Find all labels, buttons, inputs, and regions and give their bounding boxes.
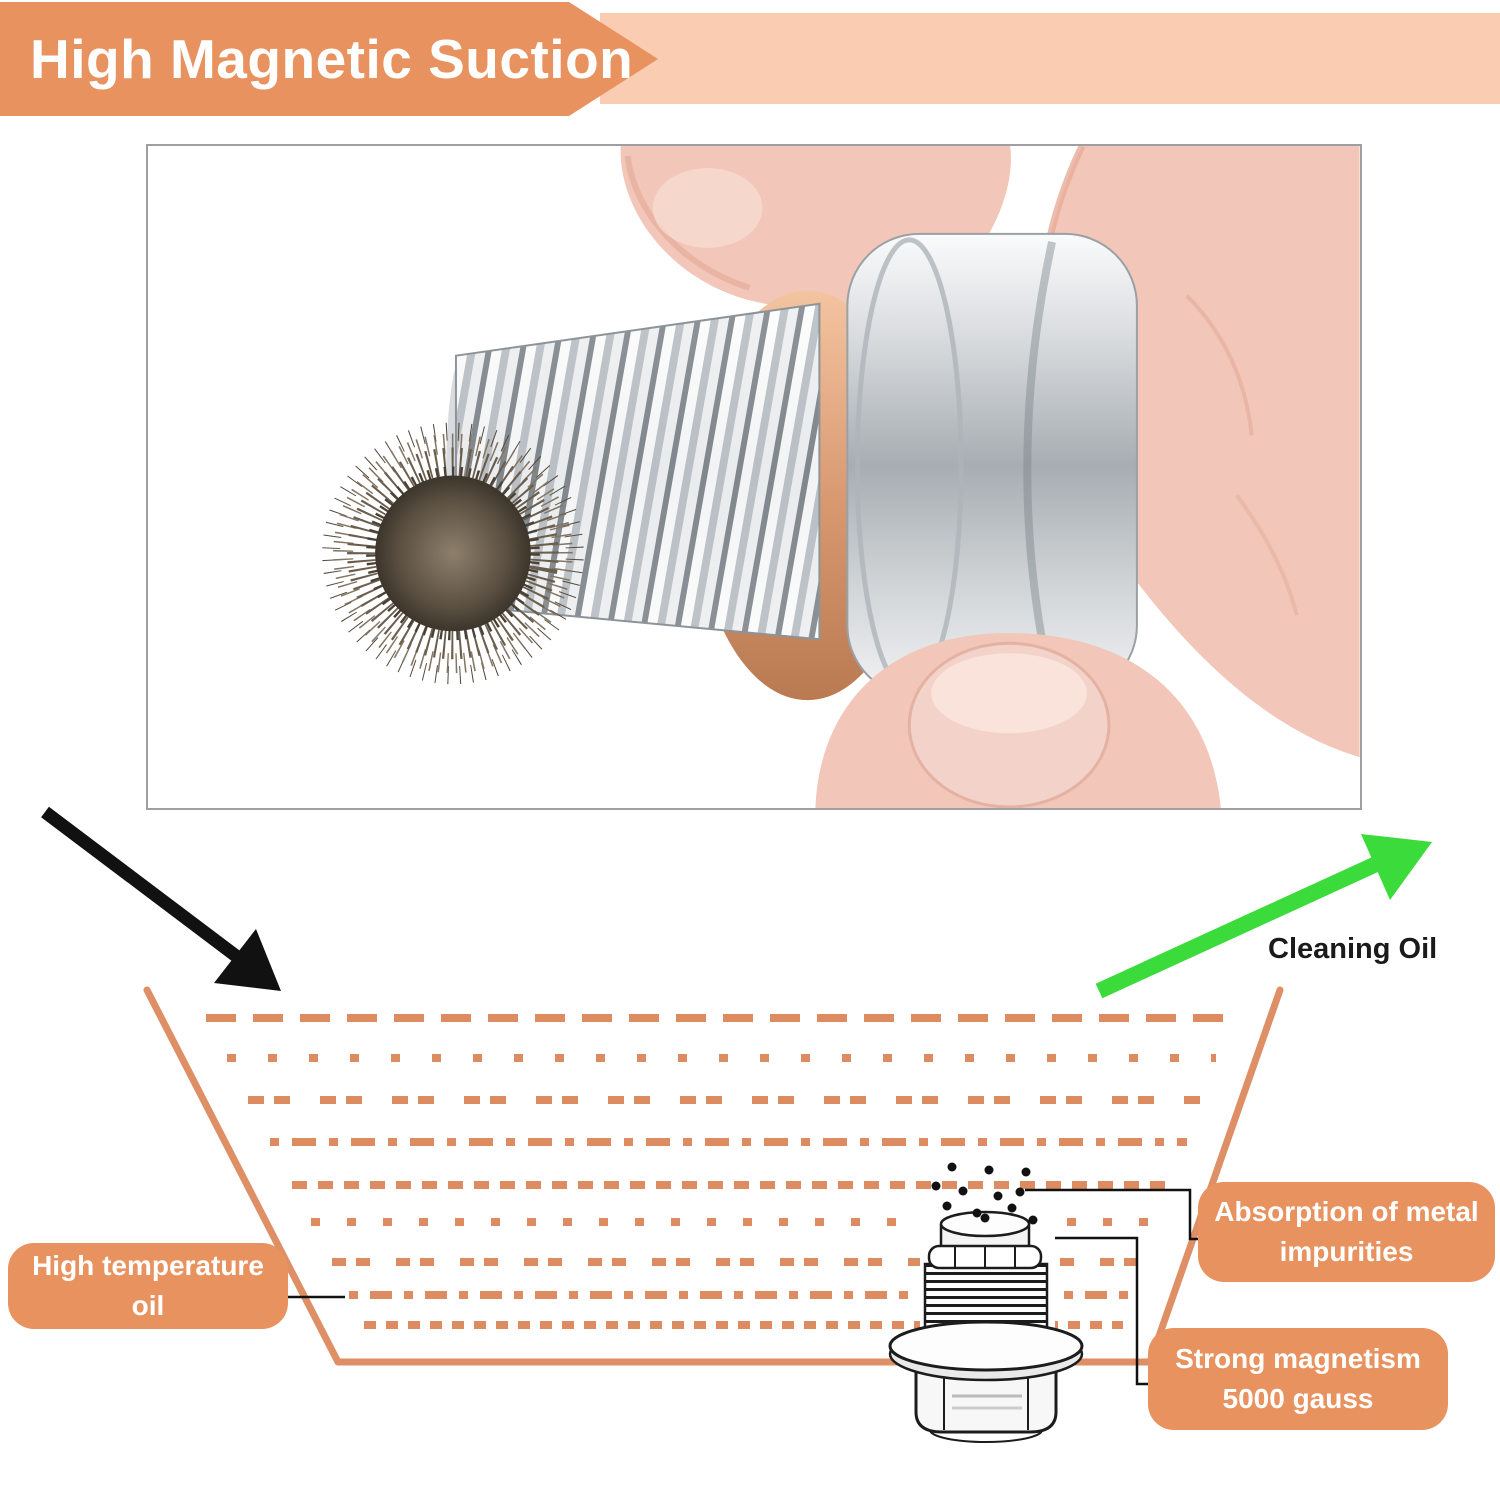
callout-high-temperature-oil: High temperature oil <box>8 1243 288 1329</box>
oil-pan-diagram <box>41 806 1432 1443</box>
callout-line: impurities <box>1279 1236 1414 1267</box>
oil-dash-rows <box>206 1014 1230 1329</box>
metal-particle-dots <box>931 1162 1038 1225</box>
banner-arrow: High Magnetic Suction <box>0 2 658 116</box>
callout-line: Absorption of metal <box>1214 1196 1479 1227</box>
threaded-shank-icon <box>445 302 821 641</box>
callout-line: Strong magnetism <box>1175 1343 1421 1374</box>
callout-line: 5000 gauss <box>1222 1383 1374 1414</box>
page-title: High Magnetic Suction <box>30 28 634 90</box>
cleaning-oil-label: Cleaning Oil <box>1268 933 1438 965</box>
callout-strong-magnetism: Strong magnetism 5000 gauss <box>1148 1328 1448 1430</box>
callout-absorption-of-metal-impurities: Absorption of metal impurities <box>1198 1182 1495 1282</box>
metal-shavings-icon <box>322 422 584 685</box>
product-photo-frame <box>146 144 1362 810</box>
connector-magnetism <box>1035 1236 1150 1386</box>
green-up-right-arrow-icon <box>1095 834 1432 999</box>
connector-absorption <box>1025 1188 1200 1241</box>
callout-line: oil <box>131 1290 165 1321</box>
drain-plug-icon <box>888 1210 1084 1443</box>
callout-line: High temperature <box>32 1250 264 1281</box>
bolt-head-icon <box>846 232 1138 699</box>
oil-pan-outline <box>143 986 1284 1366</box>
banner-light-band <box>600 13 1500 104</box>
callout-connectors <box>287 1188 1200 1386</box>
black-down-right-arrow-icon <box>41 806 281 991</box>
thumb-icon <box>815 633 1221 808</box>
product-photo <box>148 146 1360 808</box>
